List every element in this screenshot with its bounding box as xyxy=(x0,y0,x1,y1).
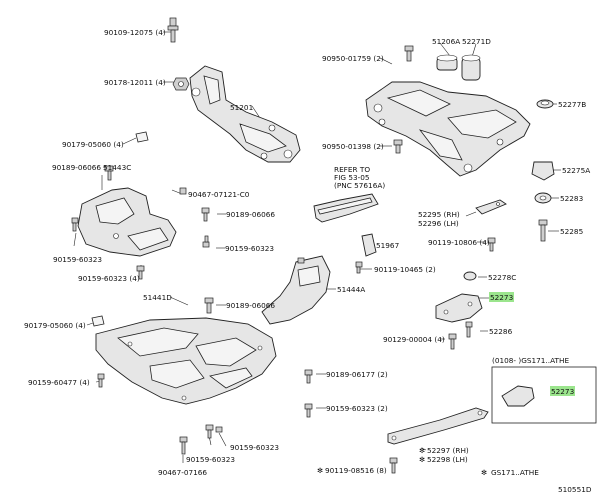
label-90119-08516[interactable]: 90119-08516 (8) xyxy=(325,466,387,475)
star-mark-52297: ✻ xyxy=(419,446,425,455)
shield-51444a-drawing xyxy=(261,255,331,325)
label-90179-05060-low[interactable]: 90179-05060 (4) xyxy=(24,321,86,330)
rear-suspension-member-drawing xyxy=(365,81,531,177)
highlight-52273-inset xyxy=(550,386,575,396)
label-90159-60323-b2[interactable]: 90159-60323 xyxy=(186,455,235,464)
bolt-52286-drawing xyxy=(465,321,473,338)
star-mark-90119-08516: ✻ xyxy=(317,466,323,475)
bolt-90129-00004-drawing xyxy=(448,333,457,350)
label-52285[interactable]: 52285 xyxy=(560,227,583,236)
label-51441d[interactable]: 51441D xyxy=(143,293,172,302)
bracket-refer-drawing xyxy=(313,193,379,223)
footer-note: GS171..ATHE xyxy=(491,468,539,477)
label-52286[interactable]: 52286 xyxy=(489,327,513,336)
label-52271d[interactable]: 52271D xyxy=(462,37,491,46)
label-52297[interactable]: 52297 (RH) xyxy=(427,446,469,455)
label-52273-main[interactable]: 52273 xyxy=(490,293,514,302)
label-refer-line1[interactable]: REFER TO xyxy=(334,165,370,174)
label-90129-00004[interactable]: 90129-00004 (4) xyxy=(383,335,445,344)
label-90159-60323-b1[interactable]: 90159-60323 xyxy=(230,443,279,452)
label-90467-07121[interactable]: 90467-07121-C0 xyxy=(188,190,250,199)
bolt-90109-12075-drawing xyxy=(167,17,179,43)
label-90189-06066-low[interactable]: 90189-06066 xyxy=(226,301,275,310)
label-90189-06177[interactable]: 90189-06177 (2) xyxy=(326,370,388,379)
label-90467-07166[interactable]: 90467-07166 xyxy=(158,468,207,477)
label-51206a[interactable]: 51206A xyxy=(432,37,460,46)
label-90159-60323-left[interactable]: 90159-60323 xyxy=(53,255,102,264)
label-90119-10806[interactable]: 90119-10806 (4) xyxy=(428,238,490,247)
suspension-member-51201-drawing xyxy=(189,65,301,163)
star-mark-52298: ✻ xyxy=(419,455,425,464)
inset-frame xyxy=(491,366,597,424)
label-90159-60323-4-left[interactable]: 90159-60323 (4) xyxy=(78,274,140,283)
nut-90178-12011-drawing xyxy=(172,77,190,91)
footer-star-mark: ✻ xyxy=(481,468,487,477)
label-51201[interactable]: 51201 xyxy=(230,103,253,112)
label-90159-60477[interactable]: 90159-60477 (4) xyxy=(28,378,90,387)
bracket-52273-drawing xyxy=(435,293,483,323)
label-refer-line3[interactable]: (PNC 57616A) xyxy=(334,181,385,190)
bushing-52271d-drawing xyxy=(461,54,481,81)
bolt-90950-01398-drawing xyxy=(393,139,403,154)
stopper-52277b-drawing xyxy=(536,99,554,109)
bar-52297-drawing xyxy=(387,407,489,445)
bolt-52285-drawing xyxy=(538,219,548,242)
label-90159-60323-2[interactable]: 90159-60323 (2) xyxy=(326,404,388,413)
bolts-left-drawing xyxy=(71,165,210,280)
brace-52295-drawing xyxy=(475,199,507,215)
stopper-52278c-drawing xyxy=(463,271,477,281)
label-90119-10465[interactable]: 90119-10465 (2) xyxy=(374,265,436,274)
bolt-90119-10806-drawing xyxy=(487,237,496,252)
labels: 90109-12075 (4) 90178-12011 (4) 51201 90… xyxy=(24,28,592,494)
label-52278c[interactable]: 52278C xyxy=(488,273,516,282)
label-51967[interactable]: 51967 xyxy=(376,241,400,250)
label-refer-line2[interactable]: FIG 53-05 xyxy=(334,173,370,182)
label-52296[interactable]: 52296 (LH) xyxy=(418,219,459,228)
label-90950-01759[interactable]: 90950-01759 (2) xyxy=(322,54,384,63)
bolts-cover-drawing xyxy=(91,297,313,455)
label-90109-12075[interactable]: 90109-12075 (4) xyxy=(104,28,166,37)
shield-51443c-drawing xyxy=(77,187,177,257)
label-90950-01398[interactable]: 90950-01398 (2) xyxy=(322,142,384,151)
label-51444a[interactable]: 51444A xyxy=(337,285,365,294)
label-90189-06066-left[interactable]: 90189-06066 xyxy=(52,163,101,172)
highlight-52273-main xyxy=(489,292,514,302)
label-90159-60323-mid[interactable]: 90159-60323 xyxy=(225,244,274,253)
label-52295[interactable]: 52295 (RH) xyxy=(418,210,460,219)
label-90178-12011[interactable]: 90178-12011 (4) xyxy=(104,78,166,87)
label-90189-06066-mid[interactable]: 90189-06066 xyxy=(226,210,275,219)
label-52277b[interactable]: 52277B xyxy=(558,100,586,109)
label-52275a[interactable]: 52275A xyxy=(562,166,590,175)
bushing-52275a-drawing xyxy=(531,161,555,181)
inset-header: (0108- )GS171..ATHE xyxy=(492,356,569,365)
bolt-90119-08516-drawing xyxy=(389,457,398,474)
bolt-90950-01759-drawing xyxy=(404,45,414,62)
label-52298[interactable]: 52298 (LH) xyxy=(427,455,468,464)
bracket-51967-drawing xyxy=(355,233,377,274)
clip-90179-05060-drawing xyxy=(135,131,149,143)
label-90179-05060-top[interactable]: 90179-05060 (4) xyxy=(62,140,124,149)
label-52273-inset[interactable]: 52273 xyxy=(551,387,575,396)
label-51443c[interactable]: 51443C xyxy=(103,163,131,172)
figure-code: 510551D xyxy=(558,485,592,494)
label-52283[interactable]: 52283 xyxy=(560,194,584,203)
washer-52283-drawing xyxy=(534,192,552,204)
under-cover-51441d-drawing xyxy=(95,317,277,405)
bushing-51206a-drawing xyxy=(436,54,458,71)
